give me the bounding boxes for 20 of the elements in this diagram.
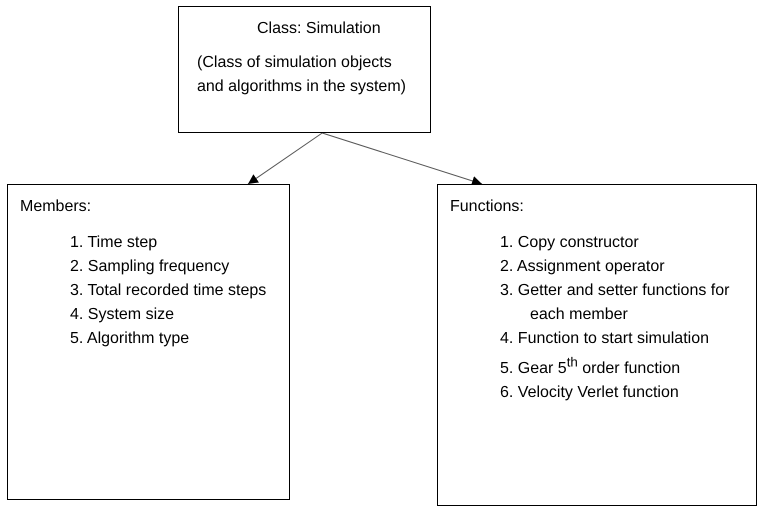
box-description: (Class of simulation objects and algorithms in the system) <box>197 53 407 97</box>
list-item: 2. Assignment operator <box>499 257 666 277</box>
list-item: 3. Total recorded time steps <box>69 281 268 301</box>
list-item: 5. Algorithm type <box>69 329 190 349</box>
list-item: 2. Sampling frequency <box>69 257 230 277</box>
arrow <box>322 132 482 186</box>
box-heading: Class: Simulation <box>257 19 382 39</box>
class-box <box>437 184 757 506</box>
class-box <box>7 184 290 500</box>
list-item: 1. Time step <box>69 233 158 253</box>
arrow <box>248 132 323 184</box>
list-item: 3. Getter and setter functions for each member <box>499 281 730 325</box>
box-heading: Functions: <box>450 197 525 217</box>
class-box <box>178 6 431 133</box>
list-item: 4. Function to start simulation <box>499 329 710 349</box>
list-item: 6. Velocity Verlet function <box>499 383 680 404</box>
list-item: 1. Copy constructor <box>499 233 640 253</box>
list-item: 4. System size <box>69 305 176 325</box>
list-item: 5. Gear 5$^{th}$ order function <box>499 354 682 380</box>
box-heading: Members: <box>20 197 92 217</box>
